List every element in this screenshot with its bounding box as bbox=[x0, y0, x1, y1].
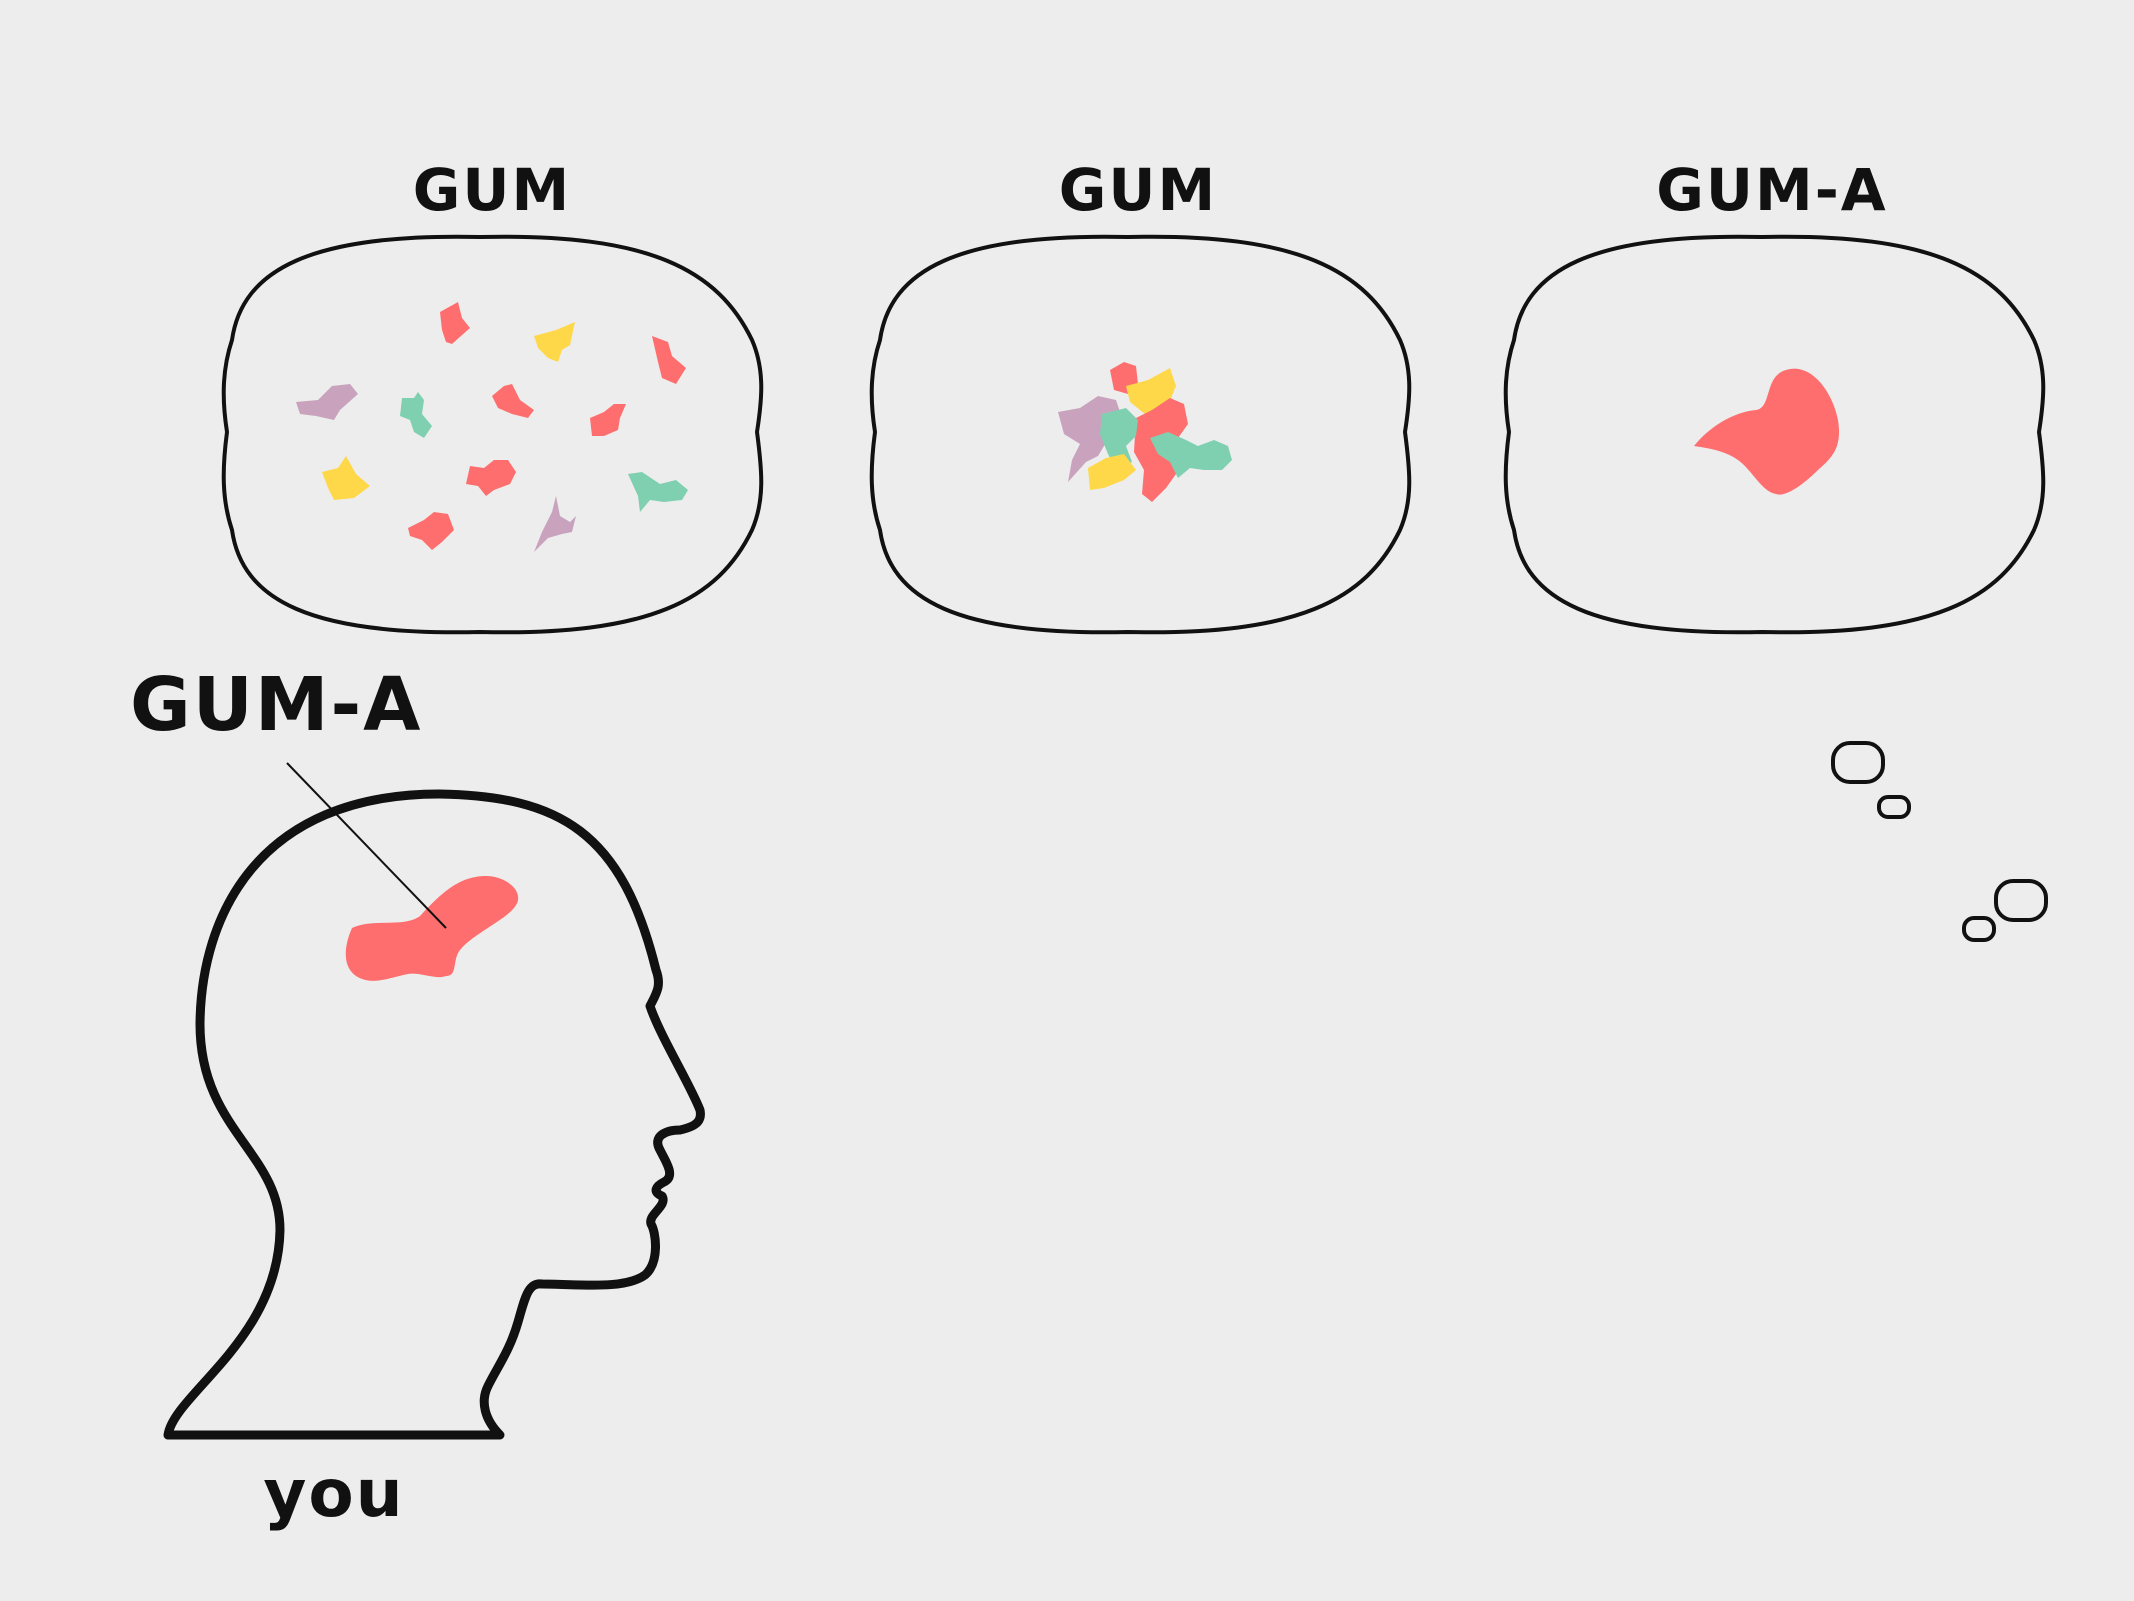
thought-bubble bbox=[1831, 741, 1885, 784]
panel-2-title: GUM bbox=[1059, 156, 1217, 224]
gum-piece bbox=[1100, 408, 1138, 470]
head-pointer-label: GUM-A bbox=[130, 662, 422, 748]
gum-piece bbox=[408, 512, 454, 550]
pointer-line bbox=[286, 762, 447, 929]
panel-clumped: GUM bbox=[869, 156, 1412, 635]
head-figure: GUM-A you bbox=[130, 662, 705, 1532]
gum-piece bbox=[590, 404, 626, 436]
gum-piece bbox=[492, 384, 534, 418]
gum-piece bbox=[1150, 432, 1232, 478]
brain-gum-blob bbox=[345, 876, 519, 981]
gum-piece bbox=[400, 392, 432, 438]
scattered-pieces bbox=[296, 302, 688, 552]
panel-1-frame bbox=[221, 234, 764, 635]
head-silhouette bbox=[163, 789, 705, 1440]
merged-gum-blob bbox=[1694, 368, 1840, 495]
panel-2-frame bbox=[869, 234, 1412, 635]
thought-bubble bbox=[1994, 879, 2048, 922]
clumped-pieces bbox=[1058, 362, 1232, 502]
panel-scattered: GUM bbox=[221, 156, 764, 635]
gum-piece bbox=[628, 472, 688, 512]
thought-bubble bbox=[1877, 795, 1911, 819]
gum-piece bbox=[534, 496, 576, 552]
panel-3-frame bbox=[1503, 234, 2046, 635]
gum-piece bbox=[296, 384, 358, 420]
gum-piece bbox=[534, 322, 575, 362]
gum-piece bbox=[1088, 454, 1136, 490]
panel-3-title: GUM-A bbox=[1656, 156, 1887, 224]
thought-bubble bbox=[1962, 916, 1996, 942]
gum-piece bbox=[440, 302, 470, 344]
gum-piece bbox=[652, 336, 686, 384]
thought-bubbles bbox=[1831, 741, 2048, 942]
gum-piece bbox=[322, 456, 370, 500]
panel-1-title: GUM bbox=[413, 156, 571, 224]
head-caption: you bbox=[263, 1455, 404, 1532]
gum-piece bbox=[466, 460, 516, 496]
panel-merged: GUM-A bbox=[1503, 156, 2046, 635]
